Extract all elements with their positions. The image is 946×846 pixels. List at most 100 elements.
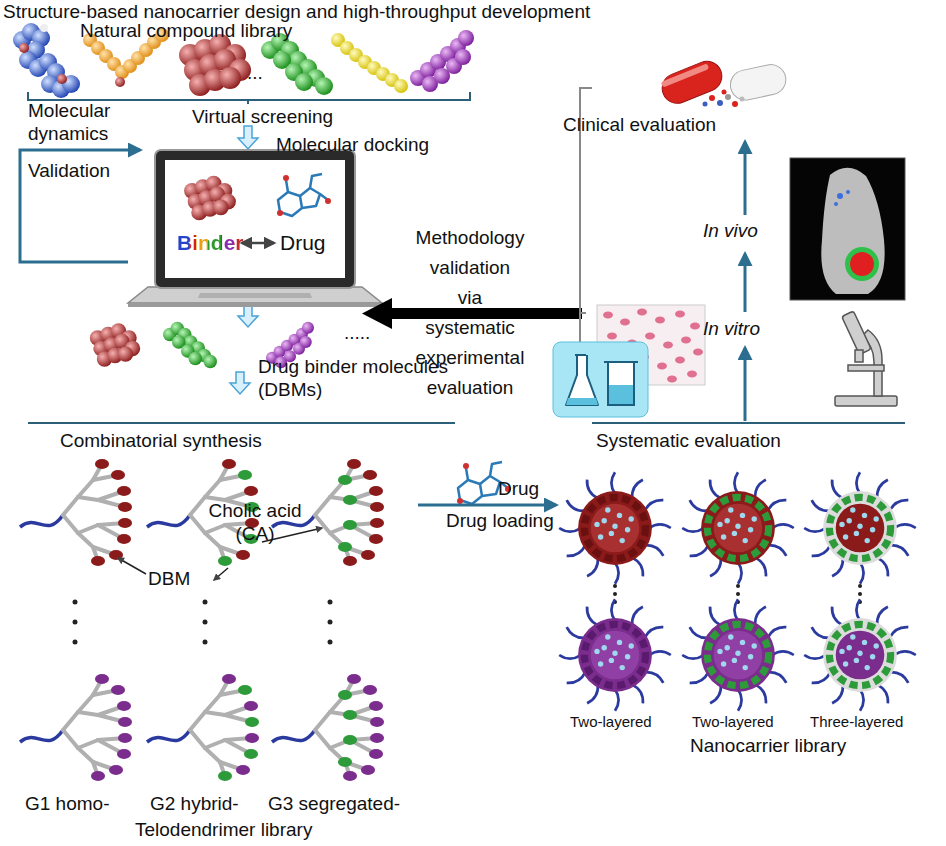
- flask-icon: [553, 342, 648, 417]
- flask-icon-part: [553, 342, 648, 417]
- continuation-dots-part: [328, 640, 333, 645]
- in-vivo-image-part: [850, 252, 874, 276]
- blood-cell-image-part-part: [675, 357, 685, 364]
- blood-cell-image-part-part: [603, 312, 613, 319]
- nanocarrier-library-part: [559, 472, 671, 584]
- flask-icon-part: [604, 361, 638, 363]
- blood-cell-image-part-part: [645, 333, 655, 340]
- carrier-type: Two-layered: [570, 713, 670, 731]
- ellipsis: .....: [344, 322, 404, 345]
- capsule-icon-part: [658, 57, 727, 108]
- blue-molecule-part: [40, 24, 48, 32]
- part-label: DBM: [148, 568, 208, 591]
- capsule-icon-part: [725, 94, 731, 100]
- library-item: G2 hybrid-: [150, 793, 270, 816]
- continuation-dots-part: [328, 600, 333, 605]
- in-vivo-image-part: [846, 190, 850, 194]
- red-molecule: [179, 34, 251, 96]
- in-vivo-image-part: [845, 247, 879, 281]
- telodendrimer-library-part: [147, 674, 259, 781]
- nanocarrier-library-part: [804, 472, 916, 584]
- part-label: Drug: [498, 478, 558, 501]
- in-vivo-image-part: [821, 168, 884, 294]
- capsule-icon-part: [740, 97, 745, 102]
- pointer-lines-part: [118, 558, 146, 574]
- continuation-dots-part: [736, 592, 740, 596]
- laptop-illustration-part: [155, 150, 355, 288]
- yellow-molecule-part: [394, 79, 408, 93]
- in-vivo-image-part: [834, 202, 838, 206]
- nanocarrier-library-part: [682, 472, 794, 584]
- microscope-icon-part: [855, 350, 863, 362]
- microscope-icon-part: [835, 396, 897, 406]
- flow-arrows-part: [238, 305, 258, 327]
- flask-icon-part: [566, 398, 598, 405]
- feedback-loop: [20, 150, 140, 262]
- microscope-icon-part: [842, 311, 872, 355]
- capsule-icon-part-part: [658, 57, 727, 108]
- library-title: Telodendrimer library: [135, 819, 395, 842]
- blood-cell-image-part-part: [663, 342, 673, 349]
- stage-label: Clinical evaluation: [563, 114, 763, 137]
- capsule-icon-part-part: [661, 63, 710, 87]
- blood-cell-image-part-part: [607, 333, 617, 340]
- flask-icon-part: [609, 385, 633, 404]
- blood-cell-image-part-part: [687, 371, 697, 378]
- capsule-icon-part: [709, 95, 715, 101]
- continuation-dots-part: [858, 592, 862, 596]
- continuation-dots-part: [613, 592, 617, 596]
- microscope-icon: [835, 311, 897, 406]
- blood-cell-image-part-part: [667, 376, 677, 383]
- continuation-dots-part: [203, 640, 208, 645]
- dbm-molecules-part: [163, 322, 217, 369]
- capsule-icon-part: [722, 90, 727, 95]
- green-molecule: [261, 33, 333, 95]
- continuation-dots-part: [328, 620, 333, 625]
- flask-icon-part: [566, 355, 598, 405]
- orange-molecule-part: [115, 77, 125, 87]
- section-rules-part: [28, 422, 455, 424]
- blood-cell-image-part-part: [675, 311, 685, 318]
- dbm-molecules-part: [90, 323, 140, 366]
- nanocarrier-library: [559, 472, 916, 711]
- continuation-dots-part: [73, 600, 78, 605]
- step-label: Drug loading: [446, 510, 576, 533]
- microscope-icon-part: [848, 365, 884, 371]
- nanocarrier-library-part: [682, 599, 794, 711]
- in-vivo-image-part: [790, 158, 905, 300]
- part-label: Cholic acid (CA): [200, 500, 310, 546]
- blood-cell-image-part-part: [620, 319, 630, 326]
- telodendrimer-library-part: [20, 459, 132, 566]
- section-heading: Natural compound library: [80, 20, 380, 43]
- continuation-dots-part: [73, 640, 78, 645]
- laptop-screen: BinderDrug: [165, 160, 345, 278]
- blue-molecule: [13, 23, 80, 98]
- laptop-illustration-part: [128, 287, 382, 303]
- blue-molecule-part: [57, 74, 67, 84]
- step-label: Molecular dynamics: [28, 100, 128, 146]
- carrier-type: Two-layered: [692, 713, 792, 731]
- continuation-dots-part: [736, 584, 740, 588]
- capsule-icon-part: [732, 101, 738, 107]
- section-heading: Combinatorial synthesis: [60, 430, 320, 453]
- binder-text: Binder: [177, 230, 244, 255]
- capsule-icon-part: [703, 102, 708, 107]
- stage-label: In vivo: [703, 220, 783, 243]
- telodendrimer-library: [20, 459, 384, 781]
- continuation-dots-part: [613, 584, 617, 588]
- continuation-dots-part: [73, 620, 78, 625]
- in-vivo-image-part: [837, 193, 843, 199]
- ellipsis: ...: [247, 62, 277, 85]
- pointer-lines-part: [214, 568, 228, 580]
- telodendrimer-library-part: [272, 674, 384, 781]
- library-item: G1 homo-: [25, 793, 140, 816]
- flow-arrows-part: [238, 126, 258, 149]
- section-rules-part: [592, 422, 905, 424]
- stage-arrows-part: [744, 142, 747, 215]
- blood-cell-image-part-part: [681, 337, 691, 344]
- nanocarrier-library-part: [559, 599, 671, 711]
- library-title: Nanocarrier library: [690, 735, 910, 758]
